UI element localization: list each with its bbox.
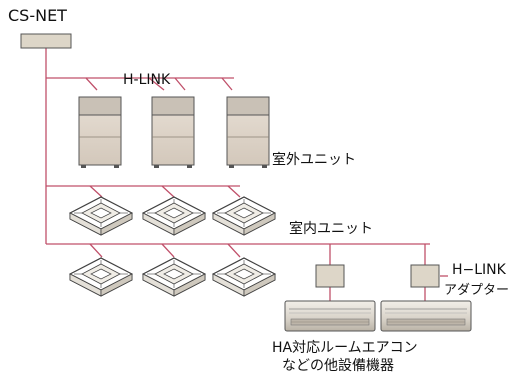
outdoor-unit-label: 室外ユニット bbox=[272, 152, 356, 168]
indoor-unit-6 bbox=[212, 257, 276, 297]
indoor-unit-label: 室内ユニット bbox=[289, 221, 373, 237]
signal-wiring bbox=[45, 46, 448, 301]
room-air-conditioner-1 bbox=[284, 300, 376, 332]
hlink-adapter-2 bbox=[410, 264, 440, 288]
hlink-label: H-LINK bbox=[123, 72, 171, 88]
ha-equipment-label-line2: などの他設備機器 bbox=[282, 358, 394, 374]
outdoor-unit-1 bbox=[78, 96, 122, 169]
cs-net-controller bbox=[20, 33, 72, 49]
outdoor-unit-3 bbox=[226, 96, 270, 169]
adapter-label-line1: H−LINK bbox=[452, 262, 506, 278]
indoor-unit-3 bbox=[212, 196, 276, 236]
room-air-conditioner-2 bbox=[380, 300, 472, 332]
ha-equipment-label-line1: HA対応ルームエアコン bbox=[272, 340, 418, 356]
cs-net-label: CS-NET bbox=[8, 6, 67, 25]
indoor-unit-5 bbox=[142, 257, 206, 297]
indoor-unit-4 bbox=[69, 257, 133, 297]
outdoor-unit-2 bbox=[151, 96, 195, 169]
adapter-label-line2: アダプター bbox=[444, 283, 510, 298]
indoor-unit-2 bbox=[142, 196, 206, 236]
indoor-unit-1 bbox=[69, 196, 133, 236]
hlink-adapter-1 bbox=[315, 264, 345, 288]
